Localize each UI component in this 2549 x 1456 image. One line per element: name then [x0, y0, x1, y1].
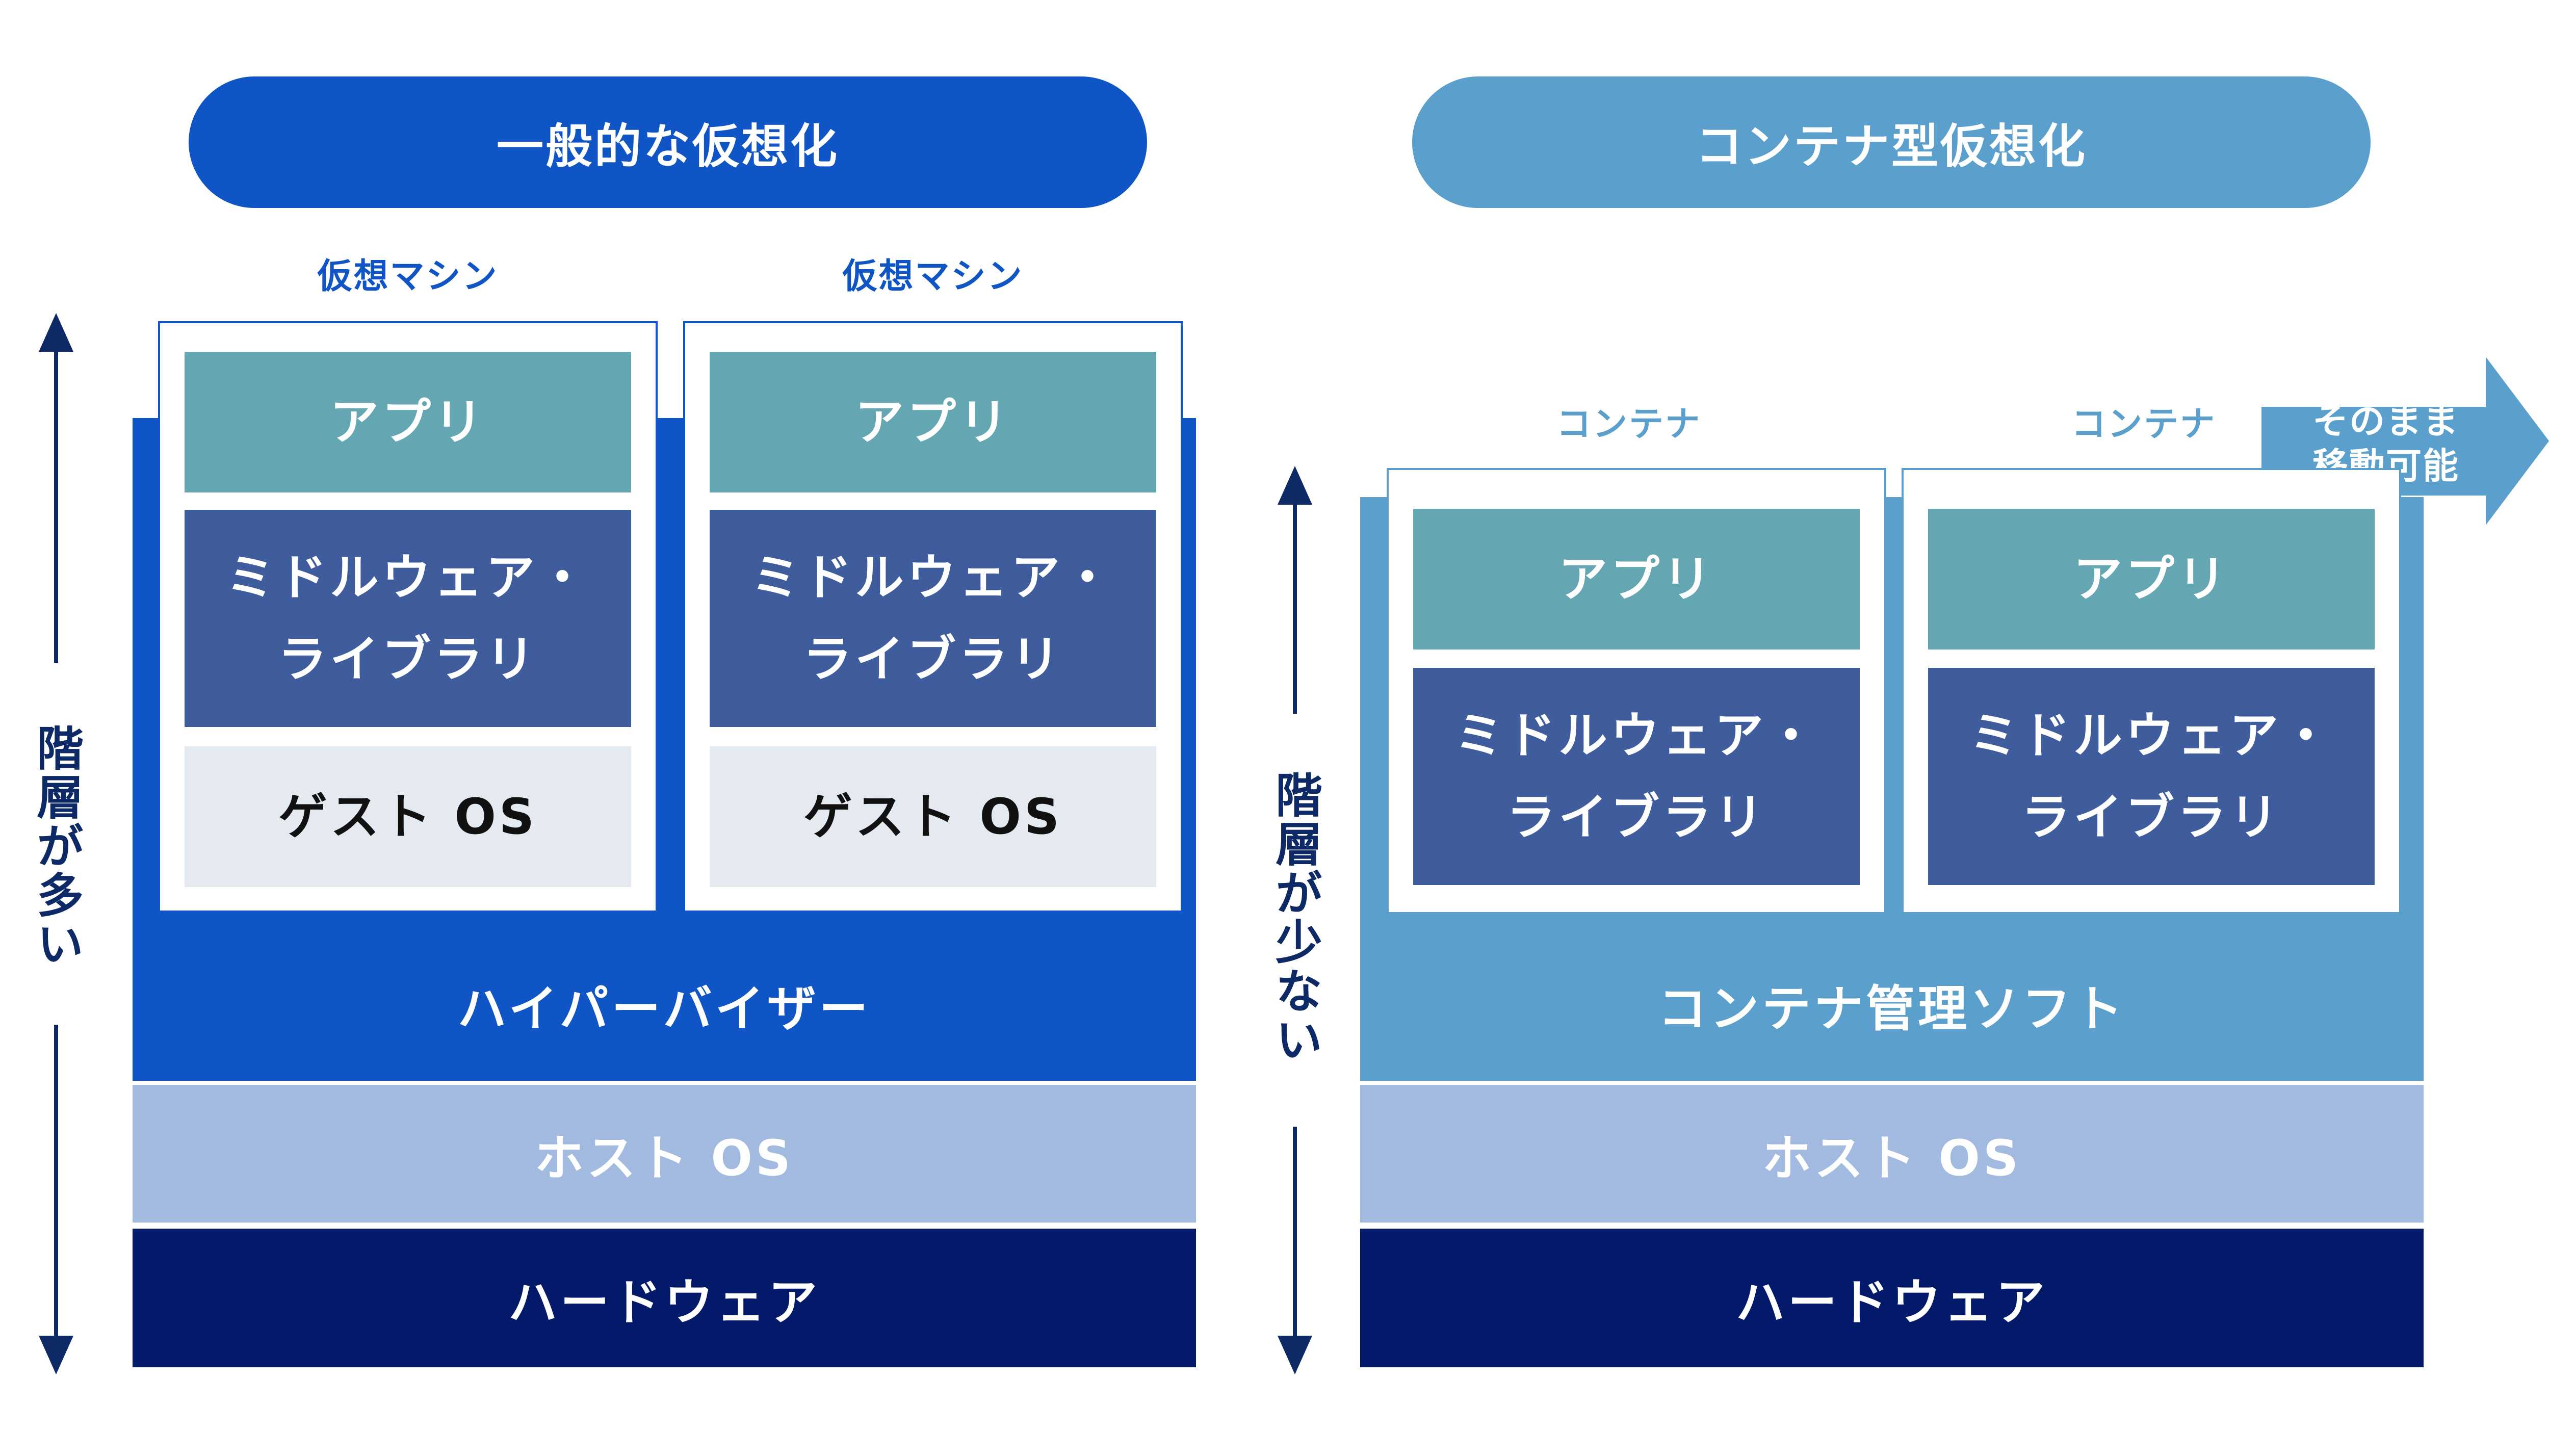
container1-middleware-line2: ライブラリ: [1506, 789, 1766, 846]
container-manager-label: コンテナ管理ソフト: [1658, 980, 2126, 1037]
right-layer-axis: [1278, 466, 1312, 1374]
left-layer-axis: [39, 313, 73, 1374]
right-hardware-label: ハードウェア: [1736, 1273, 2048, 1331]
general-virtualization-title: 一般的な仮想化: [189, 76, 1147, 208]
hypervisor-label: ハイパーバイザー: [457, 980, 871, 1037]
container-virtualization-title-text: コンテナ型仮想化: [1695, 119, 2087, 174]
vm2-middleware-line2: ライブラリ: [803, 631, 1063, 688]
right-hardware-layer: ハードウェア: [1360, 1229, 2424, 1367]
container2-app: アプリ: [1928, 509, 2375, 649]
left-host-os-label: ホスト OS: [534, 1129, 794, 1187]
left-axis-label: 階層が多い: [29, 724, 84, 969]
vm1-guest-os: ゲスト OS: [185, 746, 631, 887]
container2-middleware-line1: ミドルウェア・: [1969, 707, 2333, 764]
container1-middleware-line1: ミドルウェア・: [1454, 707, 1818, 764]
vm2-middleware-line1: ミドルウェア・: [751, 549, 1115, 606]
container2-middleware: ミドルウェア・ ライブラリ: [1928, 668, 2375, 885]
container1-app: アプリ: [1413, 509, 1860, 649]
container-label-1: コンテナ: [1556, 404, 1701, 445]
container2-middleware-line2: ライブラリ: [2021, 789, 2281, 846]
vm-label-1: 仮想マシン: [317, 256, 499, 297]
left-hardware-label: ハードウェア: [508, 1273, 820, 1331]
left-hardware-layer: ハードウェア: [133, 1229, 1196, 1367]
vm2-middleware: ミドルウェア・ ライブラリ: [710, 510, 1156, 727]
general-virtualization-title-text: 一般的な仮想化: [496, 119, 839, 174]
vm2-app: アプリ: [710, 352, 1156, 492]
vm2-guest-os: ゲスト OS: [710, 746, 1156, 887]
vm-label-2: 仮想マシン: [842, 256, 1024, 297]
portable-label-line1: そのまま: [2312, 400, 2459, 442]
right-host-os-layer: ホスト OS: [1360, 1085, 2424, 1223]
vm1-middleware-line2: ライブラリ: [278, 631, 538, 688]
right-host-os-label: ホスト OS: [1762, 1129, 2022, 1187]
vm1-middleware-line1: ミドルウェア・: [226, 549, 590, 606]
vm1-app: アプリ: [185, 352, 631, 492]
container-label-2: コンテナ: [2071, 404, 2216, 445]
vm1-middleware: ミドルウェア・ ライブラリ: [185, 510, 631, 727]
left-host-os-layer: ホスト OS: [133, 1085, 1196, 1223]
container-virtualization-title: コンテナ型仮想化: [1412, 76, 2371, 208]
right-axis-label: 階層が少ない: [1267, 771, 1322, 1064]
container1-middleware: ミドルウェア・ ライブラリ: [1413, 668, 1860, 885]
